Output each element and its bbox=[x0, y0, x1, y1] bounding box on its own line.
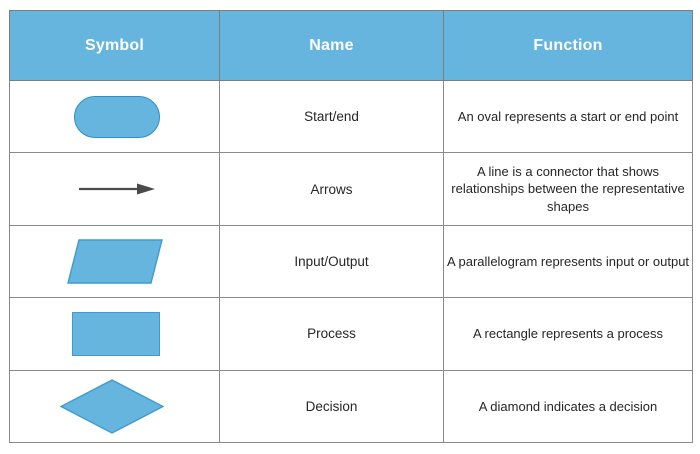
symbol-cell-decision bbox=[9, 369, 220, 444]
shape-container bbox=[10, 81, 219, 152]
column-header-function: Function bbox=[443, 10, 693, 81]
symbol-cell-arrows bbox=[9, 152, 220, 226]
symbol-cell-process bbox=[9, 297, 220, 371]
function-cell: A rectangle represents a process bbox=[443, 297, 693, 371]
flowchart-symbols-table: Symbol Name Function Start/end An oval r… bbox=[9, 10, 693, 444]
table-header-row: Symbol Name Function bbox=[9, 10, 693, 81]
right-arrow-shape bbox=[78, 183, 155, 195]
table-row: Process A rectangle represents a process bbox=[9, 297, 693, 371]
name-cell: Start/end bbox=[219, 79, 444, 154]
name-cell: Arrows bbox=[219, 152, 444, 226]
shape-container bbox=[10, 153, 219, 224]
table-row: Arrows A line is a connector that shows … bbox=[9, 152, 693, 226]
name-cell: Decision bbox=[219, 369, 444, 444]
function-cell: A diamond indicates a decision bbox=[443, 369, 693, 444]
rounded-rectangle-shape bbox=[73, 95, 160, 138]
column-header-symbol: Symbol bbox=[9, 10, 220, 81]
parallelogram-shape bbox=[66, 239, 163, 284]
symbol-cell-start-end bbox=[9, 79, 220, 154]
column-header-name: Name bbox=[219, 10, 444, 81]
table-row: Decision A diamond indicates a decision bbox=[9, 369, 693, 444]
shape-container bbox=[10, 371, 219, 442]
shape-container bbox=[10, 298, 219, 369]
name-cell: Process bbox=[219, 297, 444, 371]
rectangle-shape bbox=[71, 311, 160, 356]
diamond-shape bbox=[59, 378, 164, 434]
table-body: Start/end An oval represents a start or … bbox=[9, 79, 693, 444]
function-cell: A parallelogram represents input or outp… bbox=[443, 224, 693, 299]
name-cell: Input/Output bbox=[219, 224, 444, 299]
function-cell: A line is a connector that shows relatio… bbox=[443, 152, 693, 226]
function-cell: An oval represents a start or end point bbox=[443, 79, 693, 154]
table-row: Start/end An oval represents a start or … bbox=[9, 79, 693, 154]
symbol-cell-input-output bbox=[9, 224, 220, 299]
shape-container bbox=[10, 226, 219, 297]
table-row: Input/Output A parallelogram represents … bbox=[9, 224, 693, 299]
table-header: Symbol Name Function bbox=[9, 10, 693, 81]
